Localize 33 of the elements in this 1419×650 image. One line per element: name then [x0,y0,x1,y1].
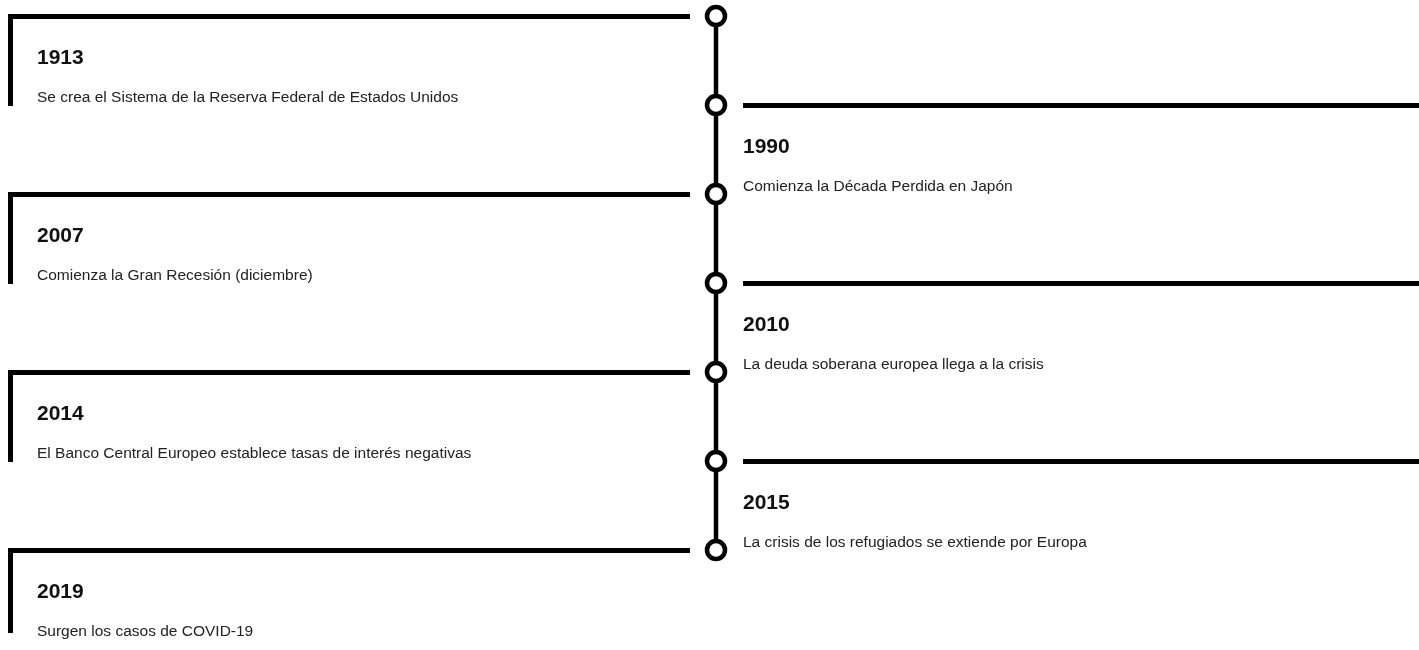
event-description: Surgen los casos de COVID-19 [37,622,254,640]
timeline-dot [703,537,729,563]
event-description: Se crea el Sistema de la Reserva Federal de Estados Unidos [37,88,459,106]
timeline-dot [703,270,729,296]
timeline-connector [713,472,719,539]
event-description: La crisis de los refugiados se extiende por Europa [743,533,1087,551]
event-year: 2019 [37,579,84,603]
event-card [8,370,690,462]
timeline-connector [713,205,719,272]
event-year: 1913 [37,45,84,69]
event-year: 2007 [37,223,84,247]
timeline-dot [703,181,729,207]
timeline-connector [713,116,719,183]
event-card [743,459,1419,551]
event-description: El Banco Central Europeo establece tasas de interés negativas [37,444,472,462]
event-year: 2014 [37,401,84,425]
timeline-dot [703,92,729,118]
event-description: La deuda soberana europea llega a la crisis [743,355,1044,373]
event-year: 2015 [743,490,790,514]
event-card [8,14,690,106]
timeline-dot [703,359,729,385]
event-card [743,281,1419,373]
event-card [743,103,1419,195]
timeline-connector [713,383,719,450]
event-year: 1990 [743,134,790,158]
event-description: Comienza la Década Perdida en Japón [743,177,1013,195]
event-card [8,192,690,284]
timeline-dot [703,448,729,474]
event-year: 2010 [743,312,790,336]
timeline-dot [703,3,729,29]
timeline-connector [713,294,719,361]
timeline-connector [713,27,719,94]
event-description: Comienza la Gran Recesión (diciembre) [37,266,313,284]
